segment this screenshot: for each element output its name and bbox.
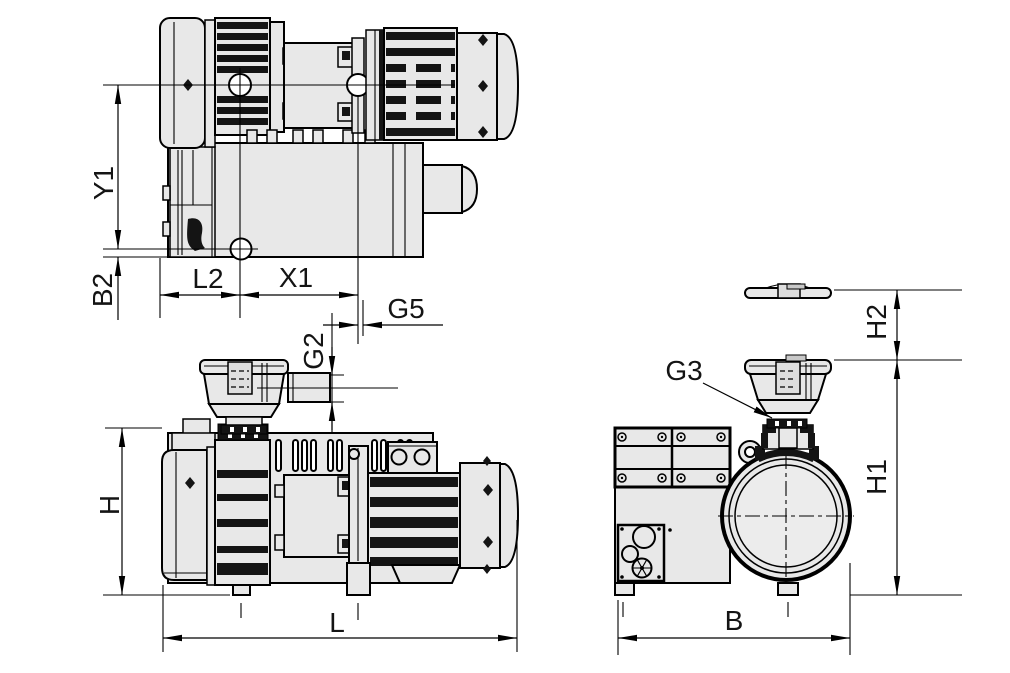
- end-cap-top: [159, 17, 206, 149]
- exhaust-fitting: [761, 418, 815, 450]
- front-view: [161, 359, 520, 620]
- cable-gland-hole: [390, 448, 408, 466]
- dimension-label-b2: B2: [87, 273, 118, 307]
- bolt-icon: [185, 477, 195, 489]
- front-foot: [232, 584, 251, 596]
- dimension-label-g5: G5: [387, 293, 424, 324]
- bolt-icon: [478, 126, 488, 138]
- oil-fill-plug: [621, 545, 639, 563]
- bracket-foot: [346, 562, 371, 596]
- dimension-g3-leader: [702, 382, 773, 419]
- top-view-dimensions: Y1 B2 L2 X1 G5 G2: [87, 68, 443, 432]
- dimension-label-x1: X1: [279, 262, 313, 293]
- bolt-icon: [478, 80, 488, 92]
- dimension-label-l2: L2: [192, 263, 223, 294]
- side-view: [613, 283, 854, 596]
- dimension-label-h: H: [94, 495, 125, 515]
- circular-housing: [718, 450, 854, 582]
- cable-gland-hole: [413, 448, 431, 466]
- inlet-filter-cup-front: [199, 359, 289, 435]
- bolt-icon: [478, 34, 488, 46]
- front-view-dimensions: H L: [94, 427, 518, 652]
- oil-sight-glass: [632, 525, 656, 549]
- side-view-dimensions: G3 H2 H1 B: [617, 289, 962, 655]
- top-view: [103, 17, 520, 261]
- panel-bolts: [617, 432, 726, 483]
- end-cap-front: [161, 449, 208, 581]
- dimension-label-g2: G2: [298, 332, 329, 369]
- pump-fins-front: [214, 439, 271, 586]
- fan-cover-top: [456, 32, 498, 141]
- dimension-label-b: B: [725, 605, 744, 636]
- dimension-label-g3: G3: [665, 355, 702, 386]
- dimension-label-h2: H2: [861, 304, 892, 340]
- exhaust-port: [422, 164, 463, 214]
- dimension-label-l: L: [329, 607, 345, 638]
- side-foot: [777, 582, 799, 596]
- dimension-label-y1: Y1: [88, 166, 119, 200]
- fan-cover-front: [459, 462, 501, 569]
- dimension-label-h1: H1: [861, 459, 892, 495]
- motor-foot: [390, 564, 462, 584]
- bolt-icon: [483, 484, 493, 496]
- filter-lid-disc: [744, 283, 832, 299]
- oil-drain-detail: [187, 218, 205, 251]
- oil-drain-plug: [631, 557, 653, 579]
- inlet-filter-cup-side: [744, 354, 832, 414]
- side-foot: [614, 582, 635, 596]
- bolt-icon: [483, 536, 493, 548]
